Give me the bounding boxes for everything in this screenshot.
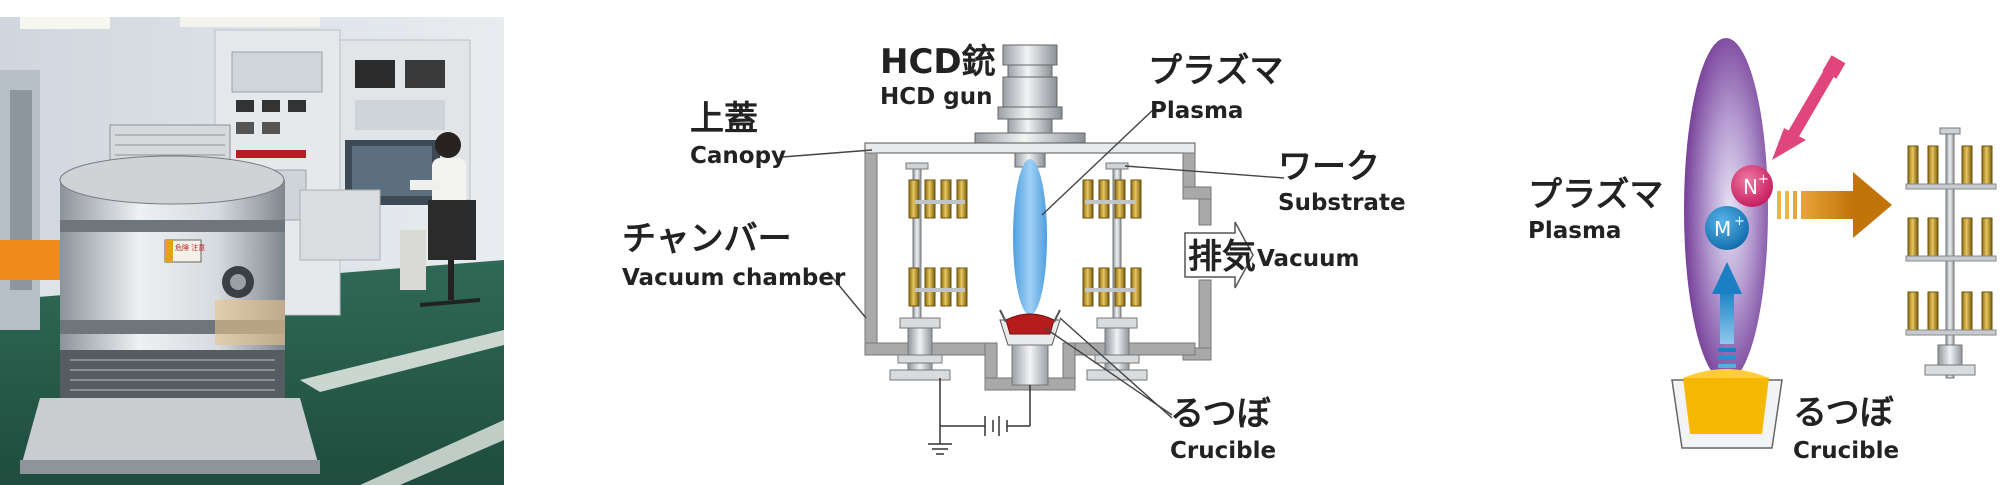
hcd-gun-label-en: HCD gun (880, 84, 992, 110)
deposition-arrow (1777, 172, 1892, 238)
left-substrate-holder (889, 162, 968, 381)
metal-ion-symbol: M (1714, 217, 1731, 241)
canopy-label-en: Canopy (690, 143, 786, 169)
hcd-gun-label-jp: HCD銃 (880, 42, 996, 82)
chamber-leader-lines (781, 107, 1285, 419)
metal-vapor-arrow (1712, 262, 1742, 368)
nitrogen-ion: N + (1731, 165, 1773, 207)
exhaust-label-en: Vacuum (1257, 246, 1359, 272)
exhaust-arrow: 排気 (1184, 221, 1256, 289)
ion-plasma-label-jp: プラズマ (1528, 175, 1663, 215)
work-label-jp: ワーク (1278, 147, 1380, 187)
ion-diagram: N + M + (1528, 38, 1997, 464)
nitrogen-ion-symbol: N (1743, 175, 1758, 199)
ion-crucible (1671, 369, 1783, 449)
canopy-label-jp: 上蓋 (690, 99, 758, 139)
crucible-label-en: Crucible (1170, 438, 1276, 464)
plasma-column (1013, 159, 1047, 315)
ion-crucible-label-en: Crucible (1793, 438, 1899, 464)
power-supply-circuit (928, 378, 1031, 455)
right-substrate-holder (1082, 162, 1148, 381)
chamber-label-en: Vacuum chamber (622, 265, 846, 291)
equipment-photo: 危険 注意 (0, 17, 504, 485)
chamber-label-jp: チャンバー (622, 219, 792, 259)
crucible (999, 309, 1061, 386)
metal-ion-charge: + (1734, 214, 1745, 229)
metal-ion: M + (1705, 206, 1749, 250)
plasma-label-jp: プラズマ (1148, 51, 1283, 91)
ion-crucible-label-jp: るつぼ (1793, 393, 1895, 433)
ion-plasma-label-en: Plasma (1528, 218, 1621, 244)
work-label-en: Substrate (1278, 190, 1406, 216)
plasma-label-en: Plasma (1150, 98, 1243, 124)
crucible-label-jp: るつぼ (1170, 394, 1272, 434)
hcd-gun (974, 44, 1086, 144)
warning-sign-text: 危険 注意 (175, 243, 205, 252)
nitrogen-inflow-arrow (1772, 55, 1846, 160)
canopy-lid (864, 142, 1196, 154)
exhaust-label-jp: 排気 (1188, 237, 1256, 277)
coated-substrate-holder (1905, 127, 1997, 379)
nitrogen-ion-charge: + (1758, 172, 1769, 187)
chamber-diagram: 排気 (622, 42, 1406, 464)
